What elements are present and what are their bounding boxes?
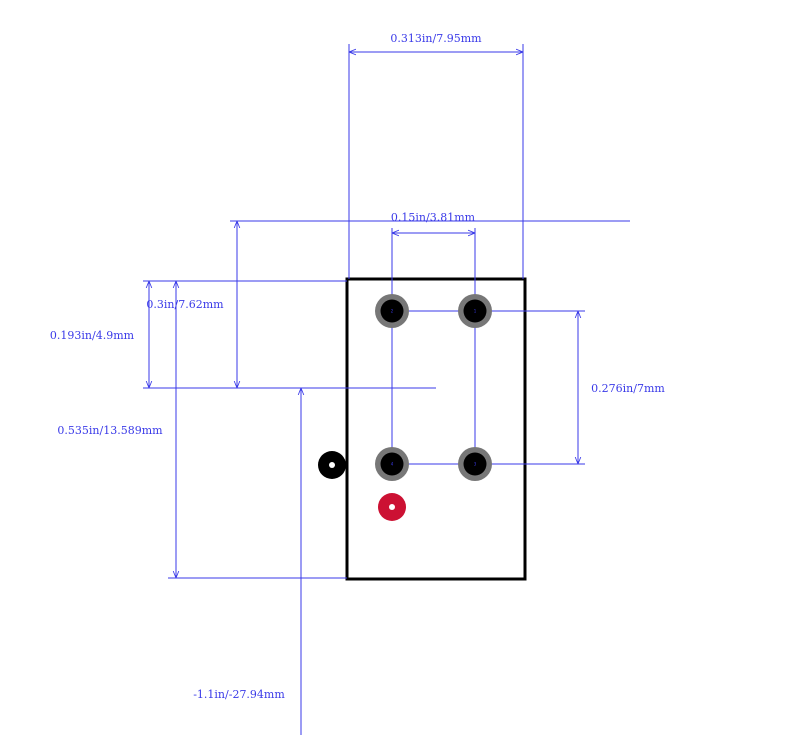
courtyard-outline: [346, 278, 526, 580]
pad-label: 1: [474, 309, 477, 314]
dimension-lines: [149, 52, 578, 578]
dim-label-overall-height: 0.535in/13.589mm: [57, 424, 163, 437]
origin-marker: [378, 493, 406, 521]
pad-label: 3: [474, 462, 477, 467]
dim-label-body-offset: 0.193in/4.9mm: [50, 329, 135, 342]
pin1-marker: [318, 451, 346, 479]
pad: 1: [458, 294, 492, 328]
dim-label-pitch-y: 0.276in/7mm: [591, 382, 665, 395]
pad: 2: [375, 294, 409, 328]
pad: 4: [375, 447, 409, 481]
dim-label-origin-offset: -1.1in/-27.94mm: [193, 688, 285, 701]
pad-label: 4: [391, 462, 394, 467]
dim-label-top-to-row: 0.3in/7.62mm: [146, 298, 224, 311]
dim-label-pitch-x: 0.15in/3.81mm: [391, 211, 476, 224]
pad: 3: [458, 447, 492, 481]
dim-label-overall-width: 0.313in/7.95mm: [390, 32, 482, 45]
body-outline: [345, 277, 527, 581]
pad-label: 2: [391, 309, 394, 314]
extension-lines: [143, 44, 630, 735]
